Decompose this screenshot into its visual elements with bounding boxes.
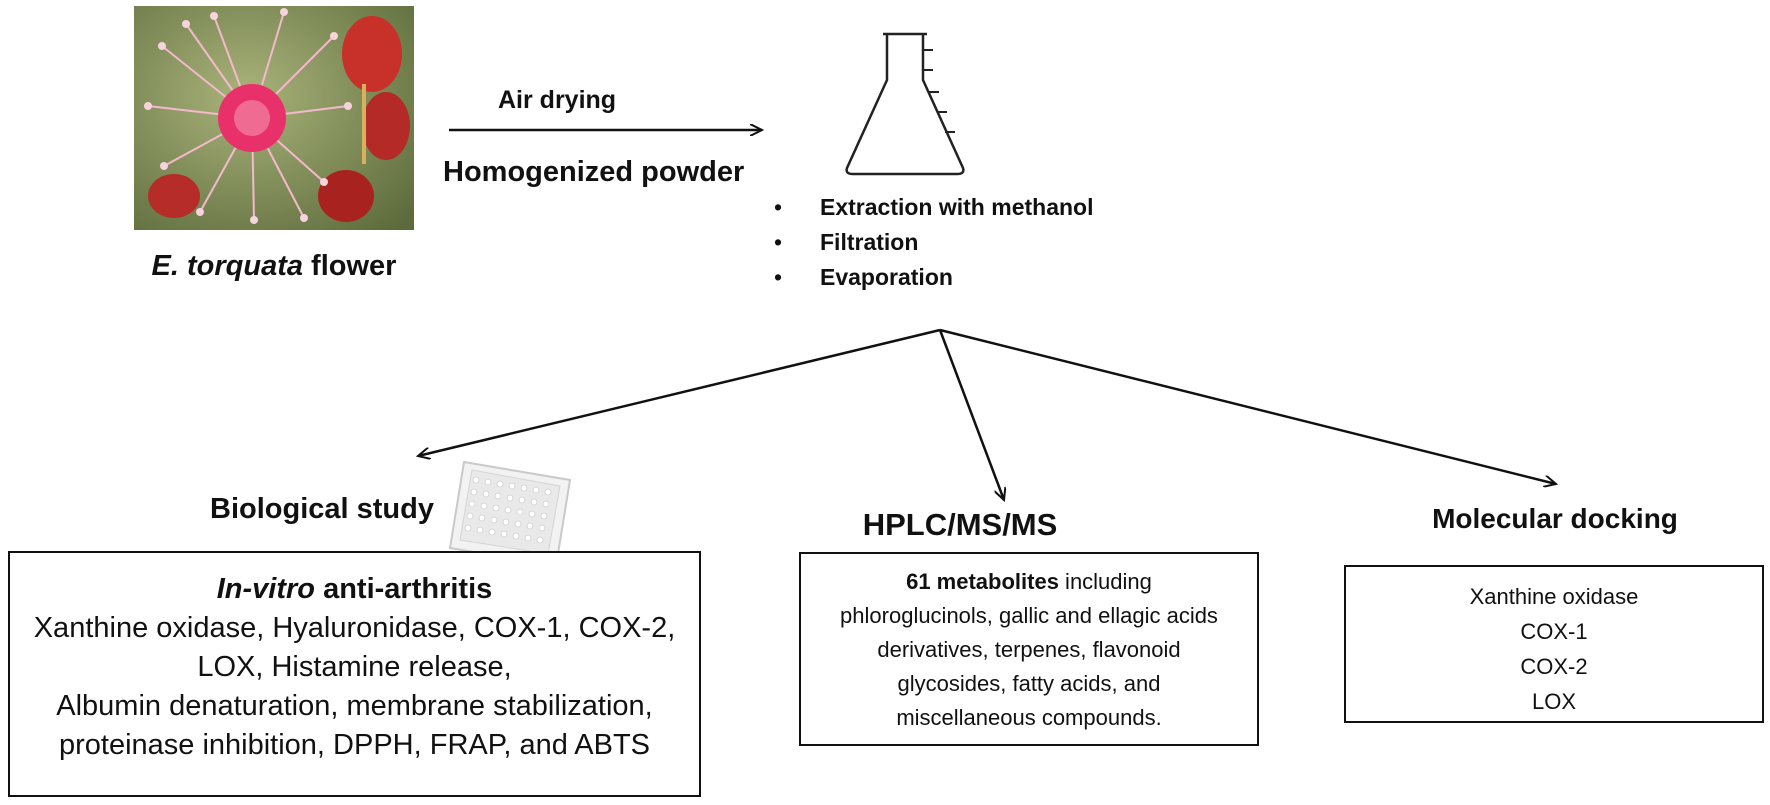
docking-target: COX-2 bbox=[1520, 654, 1588, 679]
metabolite-line: phloroglucinols, gallic and ellagic acid… bbox=[840, 603, 1218, 628]
docking-target: Xanthine oxidase bbox=[1469, 584, 1639, 609]
list-item: Evaporation bbox=[766, 260, 1093, 295]
homogenized-powder-label: Homogenized powder bbox=[443, 156, 745, 188]
flower-caption: E. torquata flower bbox=[134, 250, 414, 283]
anti-arthritis-label: anti-arthritis bbox=[315, 573, 493, 605]
biological-study-box: In-vitro anti-arthritis Xanthine oxidase… bbox=[8, 551, 701, 797]
arrow-to-hplc bbox=[938, 329, 1004, 500]
assay-line: proteinase inhibition, DPPH, FRAP, and A… bbox=[58, 729, 651, 761]
list-item: Filtration bbox=[766, 225, 1093, 260]
erlenmeyer-flask-icon bbox=[845, 32, 965, 176]
assay-line: LOX, Histamine release, bbox=[197, 651, 512, 683]
assay-line: Xanthine oxidase, Hyaluronidase, COX-1, … bbox=[33, 612, 676, 644]
metabolites-lead: 61 metabolites including bbox=[801, 565, 1257, 599]
docking-targets-box: Xanthine oxidase COX-1 COX-2 LOX bbox=[1344, 565, 1764, 723]
air-drying-label: Air drying bbox=[498, 86, 617, 114]
metabolite-line: derivatives, terpenes, flavonoid bbox=[877, 637, 1181, 662]
metabolite-count: 61 metabolites bbox=[906, 569, 1059, 594]
metabolite-line: miscellaneous compounds. bbox=[896, 705, 1162, 730]
assay-line: Albumin denaturation, membrane stabiliza… bbox=[56, 690, 653, 722]
hplc-results-box: 61 metabolites including phloroglucinols… bbox=[799, 552, 1259, 746]
docking-target: COX-1 bbox=[1520, 619, 1588, 644]
extraction-steps-list: Extraction with methanol Filtration Evap… bbox=[766, 190, 1093, 295]
in-vitro-label: In-vitro bbox=[216, 573, 316, 605]
docking-target: LOX bbox=[1531, 689, 1577, 714]
arrow-to-biological-study bbox=[418, 328, 941, 456]
list-item: Extraction with methanol bbox=[766, 190, 1093, 225]
flower-anthers bbox=[144, 8, 352, 224]
well-plate-icon bbox=[448, 460, 572, 568]
metabolite-line: glycosides, fatty acids, and bbox=[897, 671, 1161, 696]
molecular-docking-heading: Molecular docking bbox=[1432, 503, 1678, 534]
anti-arthritis-title: In-vitro anti-arthritis bbox=[10, 569, 699, 609]
flower-photo bbox=[134, 6, 414, 230]
arrow-to-docking bbox=[939, 328, 1556, 484]
flower-buds bbox=[148, 16, 410, 222]
biological-study-heading: Biological study bbox=[210, 493, 434, 525]
metabolite-lead-rest: including bbox=[1058, 569, 1152, 594]
flower-caption-italic: E. torquata bbox=[151, 250, 303, 282]
hplc-heading: HPLC/MS/MS bbox=[862, 507, 1058, 542]
flower-caption-rest: flower bbox=[303, 250, 397, 282]
